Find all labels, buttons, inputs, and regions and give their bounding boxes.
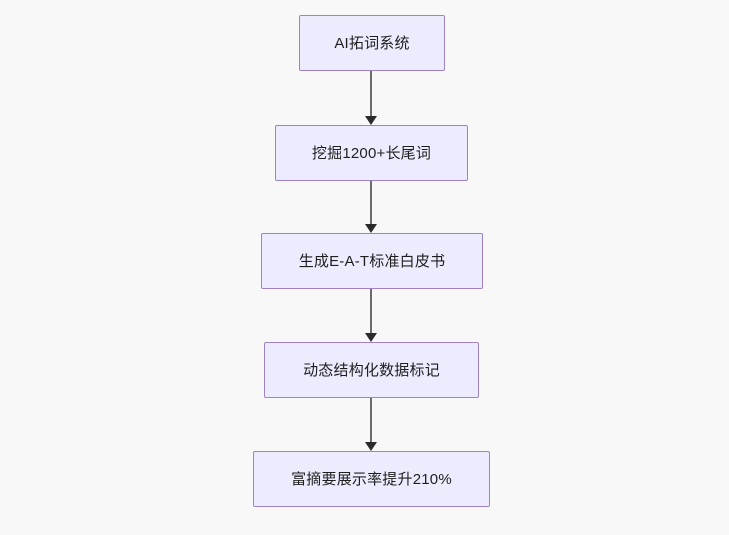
flow-node-generate-eat-whitepaper[interactable]: 生成E-A-T标准白皮书 [261,233,483,289]
flow-node-rich-snippet-impression-lift[interactable]: 富摘要展示率提升210% [253,451,490,507]
edge-node3-to-node4 [365,289,377,342]
edge-node2-to-node3 [365,181,377,233]
flow-node-label: 挖掘1200+长尾词 [311,144,432,162]
flow-node-ai-keyword-system[interactable]: AI拓词系统 [299,15,445,71]
flow-node-label: AI拓词系统 [334,34,410,52]
edge-node4-to-node5 [365,398,377,451]
flow-node-mine-longtail-keywords[interactable]: 挖掘1200+长尾词 [275,125,468,181]
flow-node-label: 生成E-A-T标准白皮书 [298,252,446,270]
flow-node-dynamic-structured-data-markup[interactable]: 动态结构化数据标记 [264,342,479,398]
flow-node-label: 富摘要展示率提升210% [291,470,452,488]
edge-node1-to-node2 [365,71,377,125]
flow-node-label: 动态结构化数据标记 [303,361,440,379]
